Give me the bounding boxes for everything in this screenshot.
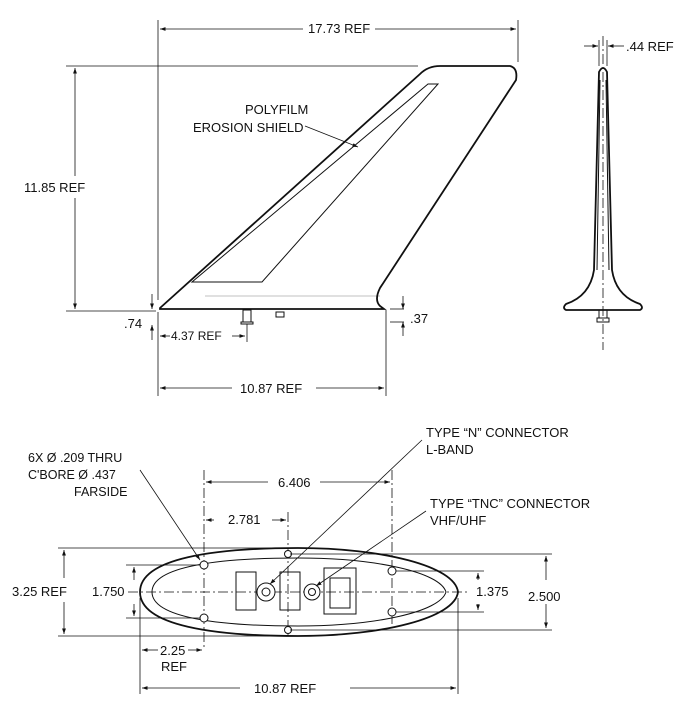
n-connector-label-line2: L-BAND <box>426 442 474 457</box>
hole-span-outer-label: 6.406 <box>278 475 311 490</box>
base-length-label: 10.87 REF <box>240 381 302 396</box>
n-connector-pocket <box>235 571 257 611</box>
base-plate-inner <box>151 557 447 627</box>
mount-hole <box>387 566 397 576</box>
n-connector-side <box>240 309 254 325</box>
end-view: .44 REF <box>563 36 674 350</box>
mount-hole <box>199 560 209 570</box>
outer-hole-spacing-label: 2.500 <box>528 589 561 604</box>
hole-span-inner-label: 2.781 <box>228 512 261 527</box>
inner-hole-left-label: 1.750 <box>92 584 125 599</box>
hole-note-line1: 6X Ø .209 THRU <box>28 451 122 465</box>
mount-hole <box>387 607 397 617</box>
tnc-connector-label-line2: VHF/UHF <box>430 513 486 528</box>
end-offset-line2: REF <box>161 659 187 674</box>
tip-thickness-label: .44 REF <box>626 39 674 54</box>
erosion-shield <box>190 83 440 283</box>
side-view: POLYFILM EROSION SHIELD 17.73 REF 11.85 … <box>24 20 519 396</box>
shield-label-line1: POLYFILM <box>245 102 308 117</box>
bottom-view: 6X Ø .209 THRU C'BORE Ø .437 FARSIDE TYP… <box>12 425 590 696</box>
end-offset-line1: 2.25 <box>160 643 185 658</box>
mount-hole <box>199 613 209 623</box>
tnc-connector-label-line1: TYPE “TNC” CONNECTOR <box>430 496 590 511</box>
tnc-connector-pocket <box>323 567 357 615</box>
fin-outline <box>159 65 518 310</box>
fin-end-profile <box>563 67 643 311</box>
n-connector-label-line1: TYPE “N” CONNECTOR <box>426 425 569 440</box>
height-ref-label: 11.85 REF <box>24 180 85 195</box>
base-rise-label: .74 <box>124 316 142 331</box>
inner-hole-right-label: 1.375 <box>476 584 509 599</box>
shield-label-line2: EROSION SHIELD <box>193 120 304 135</box>
overall-width-label: 3.25 REF <box>12 584 67 599</box>
center-pocket <box>279 571 301 611</box>
hole-note-line3: FARSIDE <box>74 485 128 499</box>
overall-length-label: 10.87 REF <box>254 681 316 696</box>
hole-note-line2: C'BORE Ø .437 <box>28 468 116 482</box>
connector-offset-label: 4.37 REF <box>171 329 222 343</box>
tnc-connector-side <box>275 311 285 318</box>
width-ref-label: 17.73 REF <box>308 21 370 36</box>
foot-height-label: .37 <box>410 311 428 326</box>
